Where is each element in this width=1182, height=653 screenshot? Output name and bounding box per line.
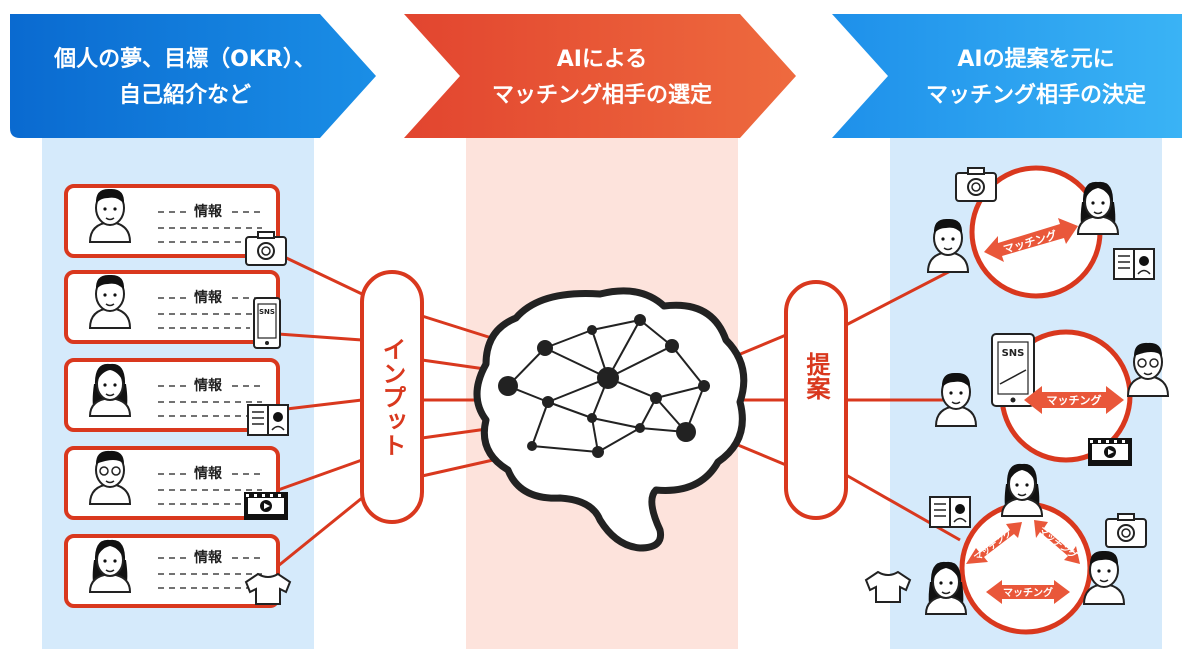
sns-label: SNS: [259, 308, 275, 316]
step3-title-line2: マッチング相手の決定: [926, 82, 1146, 108]
camera-icon: [1105, 513, 1147, 548]
step3-title-line1: AIの提案を元に: [957, 46, 1114, 72]
match-arrow-label: マッチング: [1003, 586, 1053, 599]
propose-label: 提案: [802, 352, 831, 400]
info-label: 情報: [194, 289, 223, 306]
step1-title-line2: 自己紹介など: [119, 82, 251, 108]
sns-phone-icon: SNS: [991, 333, 1035, 407]
info-label: 情報: [194, 203, 223, 220]
profile-card-3: 情報: [64, 358, 289, 436]
camera-icon: [245, 231, 287, 266]
step2-title-line1: AIによる: [557, 47, 648, 72]
profile-card-2: 情報 SNS: [64, 270, 281, 349]
match-group-3: マッチング マッチング マッチング: [865, 462, 1147, 635]
info-label: 情報: [194, 549, 223, 566]
video-film-icon: [244, 492, 288, 520]
step1-title-line1: 個人の夢、目標（OKR）、: [53, 47, 316, 72]
profile-document-icon: [247, 404, 289, 436]
step2-title-line2: マッチング相手の選定: [492, 82, 712, 108]
input-connector-lines: [277, 252, 961, 568]
camera-icon: [955, 167, 997, 202]
profile-card-4: 情報: [64, 446, 288, 520]
sns-label: SNS: [1002, 348, 1025, 359]
step1-header: 個人の夢、目標（OKR）、 自己紹介など: [10, 14, 376, 138]
ai-brain-icon: [473, 287, 748, 552]
match-group-1: マッチング: [927, 165, 1155, 299]
match-arrow: マッチング: [986, 580, 1070, 604]
sns-phone-icon: SNS: [253, 297, 281, 349]
step2-header: AIによる マッチング相手の選定: [404, 14, 796, 138]
info-label: 情報: [194, 465, 223, 482]
match-arrow: マッチング: [1024, 386, 1124, 414]
step3-header: AIの提案を元に マッチング相手の決定: [832, 14, 1182, 138]
video-film-icon: [1088, 438, 1132, 466]
info-label: 情報: [194, 377, 223, 394]
profile-document-icon: [929, 496, 971, 528]
profile-card-1: 情報: [64, 184, 287, 266]
match-circle: [959, 501, 1093, 635]
propose-pill: 提案: [784, 280, 848, 520]
profile-card-5: 情報: [64, 534, 291, 608]
input-pill: インプット: [360, 270, 424, 524]
input-label: インプット: [378, 337, 406, 457]
match-group-2: SNS マッチング: [935, 329, 1169, 466]
match-arrow-label: マッチング: [1047, 393, 1102, 407]
profile-document-icon: [1113, 248, 1155, 280]
